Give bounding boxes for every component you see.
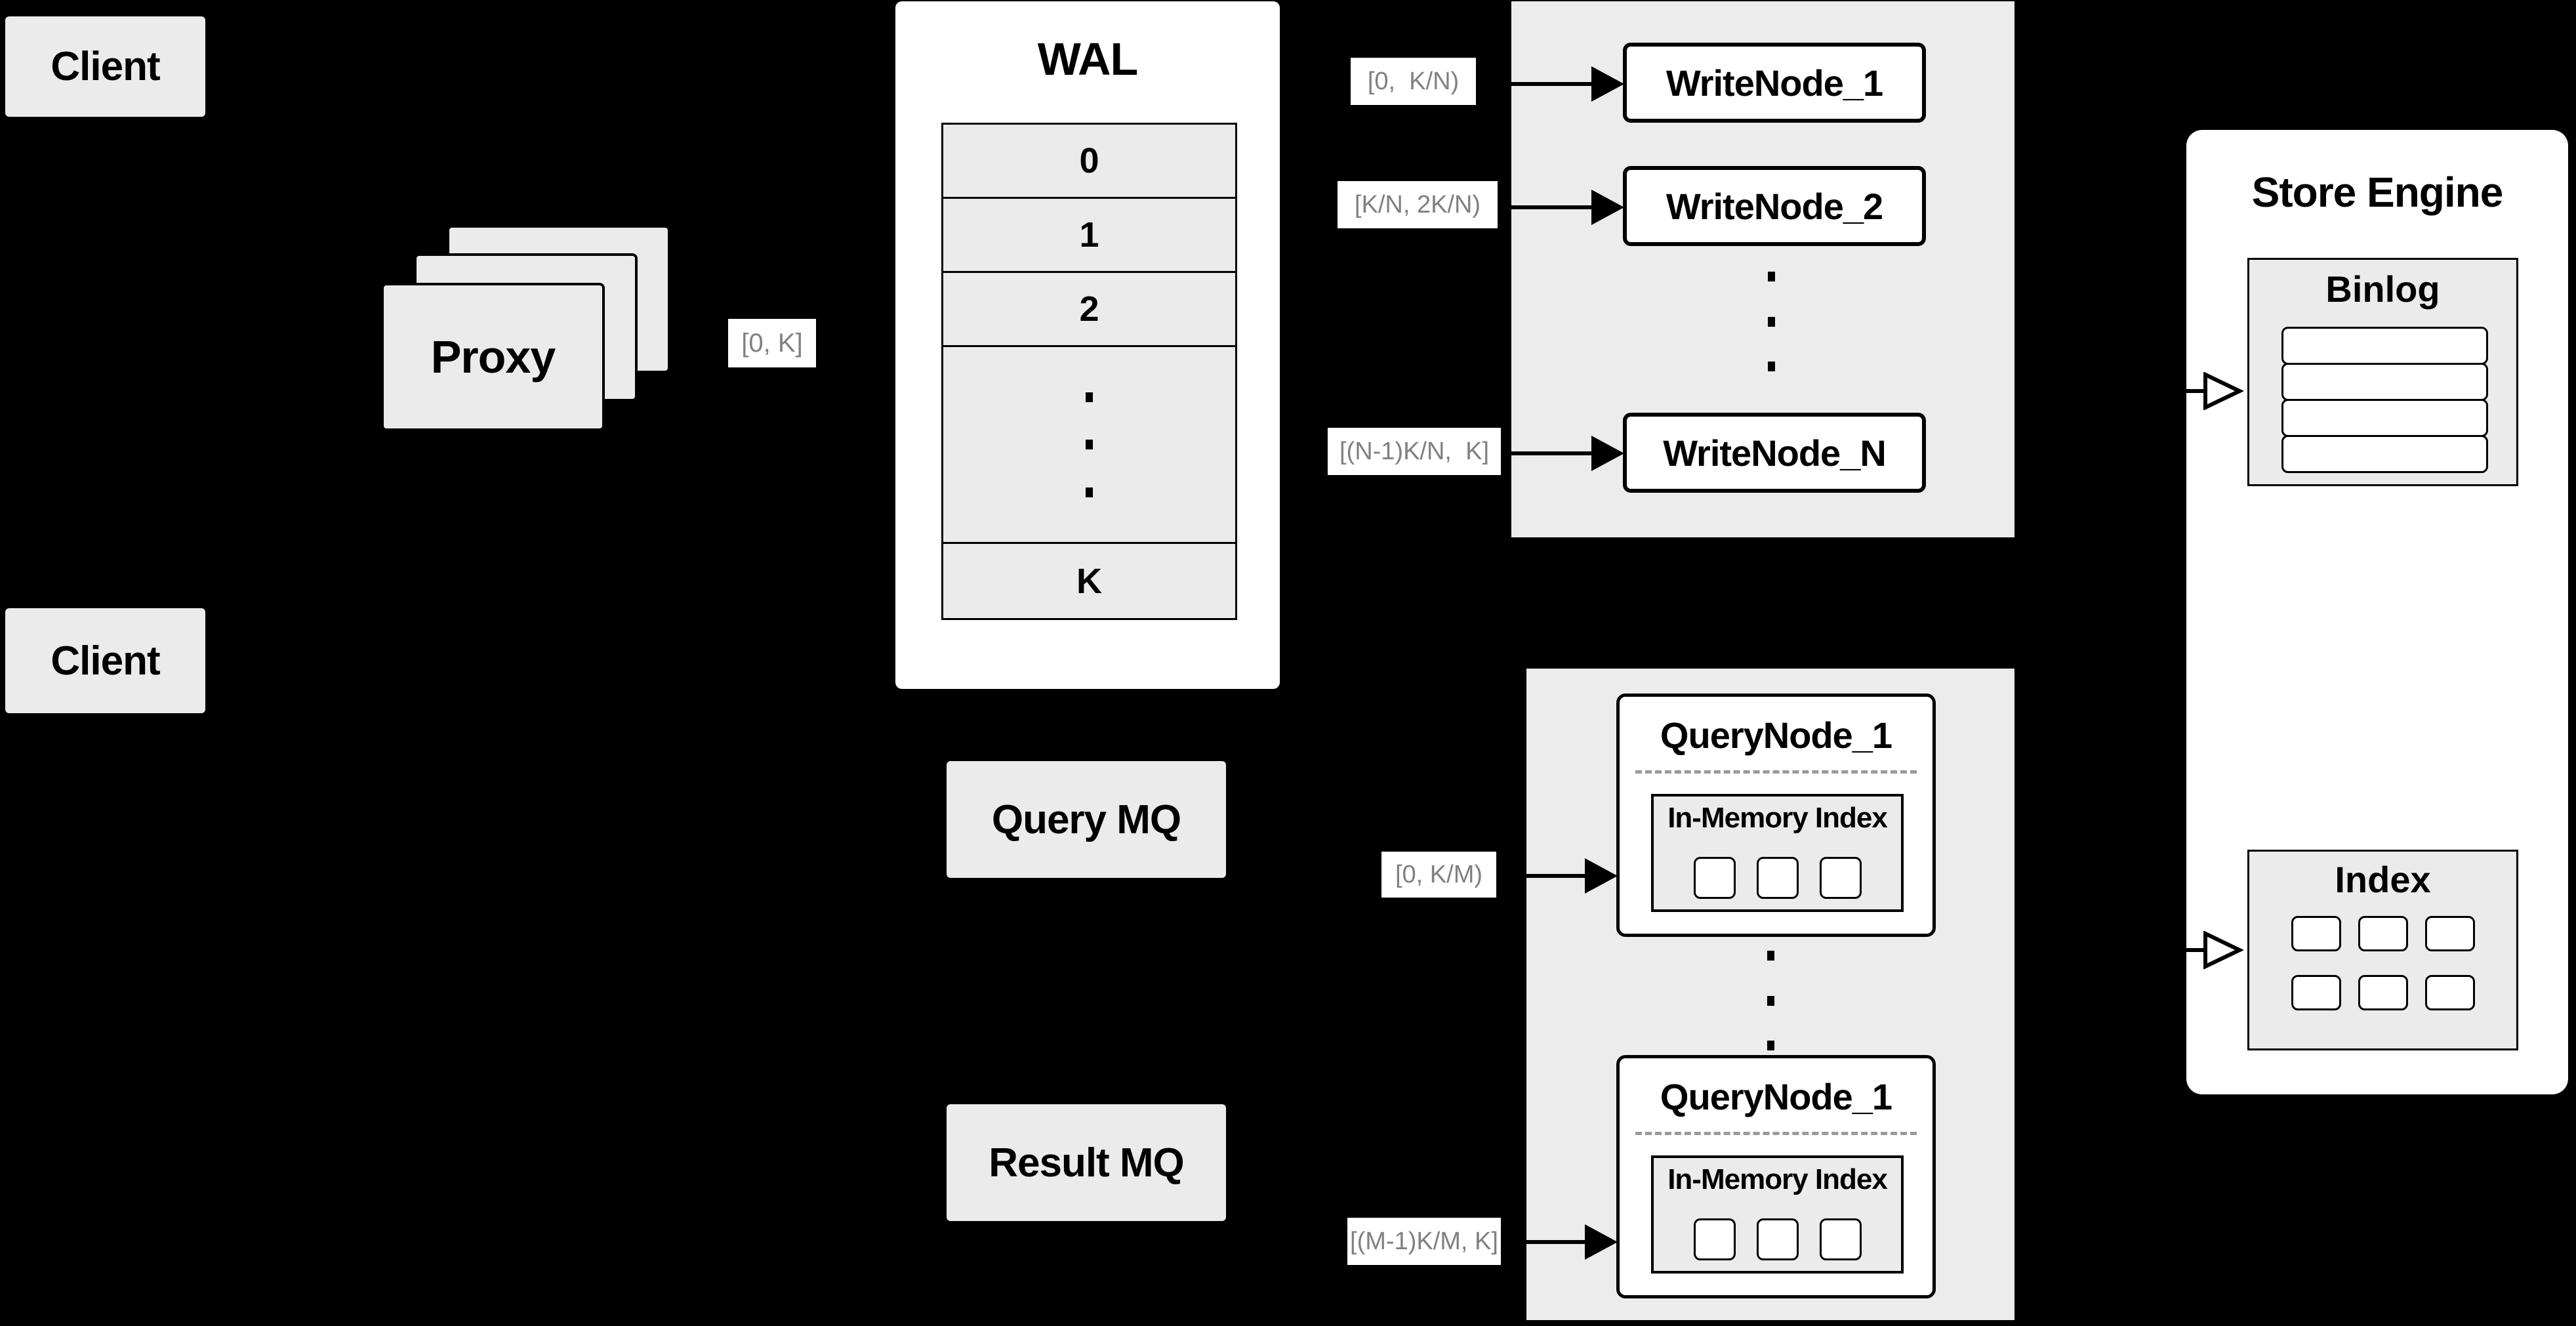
arrow-to-query-node-1 (1496, 858, 1618, 894)
query-node-title: QueryNode_1 (1660, 715, 1892, 756)
query-node-title: QueryNode_1 (1660, 1076, 1892, 1117)
binlog-slot (2281, 363, 2488, 401)
binlog-box: Binlog (2247, 258, 2518, 486)
store-engine-panel: Store Engine Binlog Index (2186, 130, 2568, 1094)
query-node-m: QueryNode_1 In-Memory Index (1616, 1055, 1936, 1298)
store-engine-title: Store Engine (2251, 169, 2504, 216)
write-node-2: WriteNode_2 (1623, 166, 1926, 246)
wal-segment-ellipsis (941, 345, 1237, 544)
wal-title: WAL (1037, 33, 1139, 85)
index-cell (2358, 916, 2408, 951)
binlog-slot (2281, 399, 2488, 437)
binlog-slot (2281, 435, 2488, 473)
in-memory-index-box: In-Memory Index (1651, 794, 1904, 912)
index-cell (2424, 916, 2475, 951)
in-memory-index-title: In-Memory Index (1667, 802, 1888, 834)
query-node-panel: QueryNode_1 In-Memory Index QueryNode_1 … (1526, 669, 2014, 1320)
result-mq-box: Result MQ (947, 1104, 1226, 1221)
dashed-divider (1635, 770, 1917, 774)
index-segment-cell (1819, 857, 1862, 899)
index-cell (2358, 975, 2408, 1010)
query-range-label-m: [(M-1)K/M, K] (1347, 1218, 1501, 1265)
in-memory-index-box: In-Memory Index (1651, 1155, 1904, 1274)
vertical-ellipsis-icon (1757, 951, 1784, 1050)
wal-segment: 1 (941, 197, 1237, 273)
write-node-1: WriteNode_1 (1623, 43, 1926, 123)
open-arrowhead-icon (2203, 931, 2243, 969)
binlog-slots (2281, 327, 2488, 473)
query-range-label-1: [0, K/M) (1381, 852, 1496, 898)
index-segment-cell (1693, 857, 1736, 899)
write-node-n: WriteNode_N (1623, 413, 1926, 493)
wal-panel: WAL 0 1 2 K (895, 1, 1280, 689)
arrow-to-index (2068, 931, 2243, 969)
index-segment-cell (1756, 1218, 1799, 1260)
client-box-top: Client (5, 16, 205, 117)
index-segment-cell (1693, 1218, 1736, 1260)
binlog-title: Binlog (2325, 268, 2440, 310)
index-segment-cell (1819, 1218, 1862, 1260)
wal-segment: 0 (941, 123, 1237, 199)
arrow-to-query-node-m (1501, 1224, 1618, 1260)
index-cells (2249, 916, 2516, 1010)
vertical-ellipsis-icon (1758, 272, 1784, 371)
index-cell (2424, 975, 2475, 1010)
arrow-to-write-node-1 (1476, 66, 1624, 102)
dashed-divider (1635, 1132, 1917, 1135)
arrow-to-write-node-n (1500, 436, 1624, 471)
proxy-range-label: [0, K] (728, 319, 816, 367)
index-segment-cells (1654, 857, 1901, 899)
arrow-to-binlog (2068, 372, 2243, 410)
open-arrowhead-icon (2203, 372, 2243, 410)
in-memory-index-title: In-Memory Index (1667, 1163, 1888, 1195)
wal-segment: K (941, 542, 1237, 620)
index-segment-cell (1756, 857, 1799, 899)
index-cell (2291, 975, 2341, 1010)
wal-segment: 2 (941, 271, 1237, 347)
vertical-ellipsis-icon (1086, 392, 1093, 497)
write-range-label-1: [0, K/N) (1351, 58, 1476, 105)
query-mq-box: Query MQ (947, 761, 1226, 878)
proxy-card-front: Proxy (381, 283, 605, 431)
index-title: Index (2335, 859, 2431, 900)
write-range-label-n: [(N-1)K/N, K] (1328, 428, 1501, 475)
client-box-bottom: Client (5, 608, 205, 713)
write-range-label-2: [K/N, 2K/N) (1338, 181, 1498, 228)
index-segment-cells (1654, 1218, 1901, 1260)
index-box: Index (2247, 850, 2518, 1050)
query-node-1: QueryNode_1 In-Memory Index (1616, 694, 1936, 937)
arrow-to-write-node-2 (1497, 190, 1624, 225)
binlog-slot (2281, 327, 2488, 365)
wal-segment-list: 0 1 2 K (941, 123, 1237, 620)
index-cell (2291, 916, 2341, 951)
